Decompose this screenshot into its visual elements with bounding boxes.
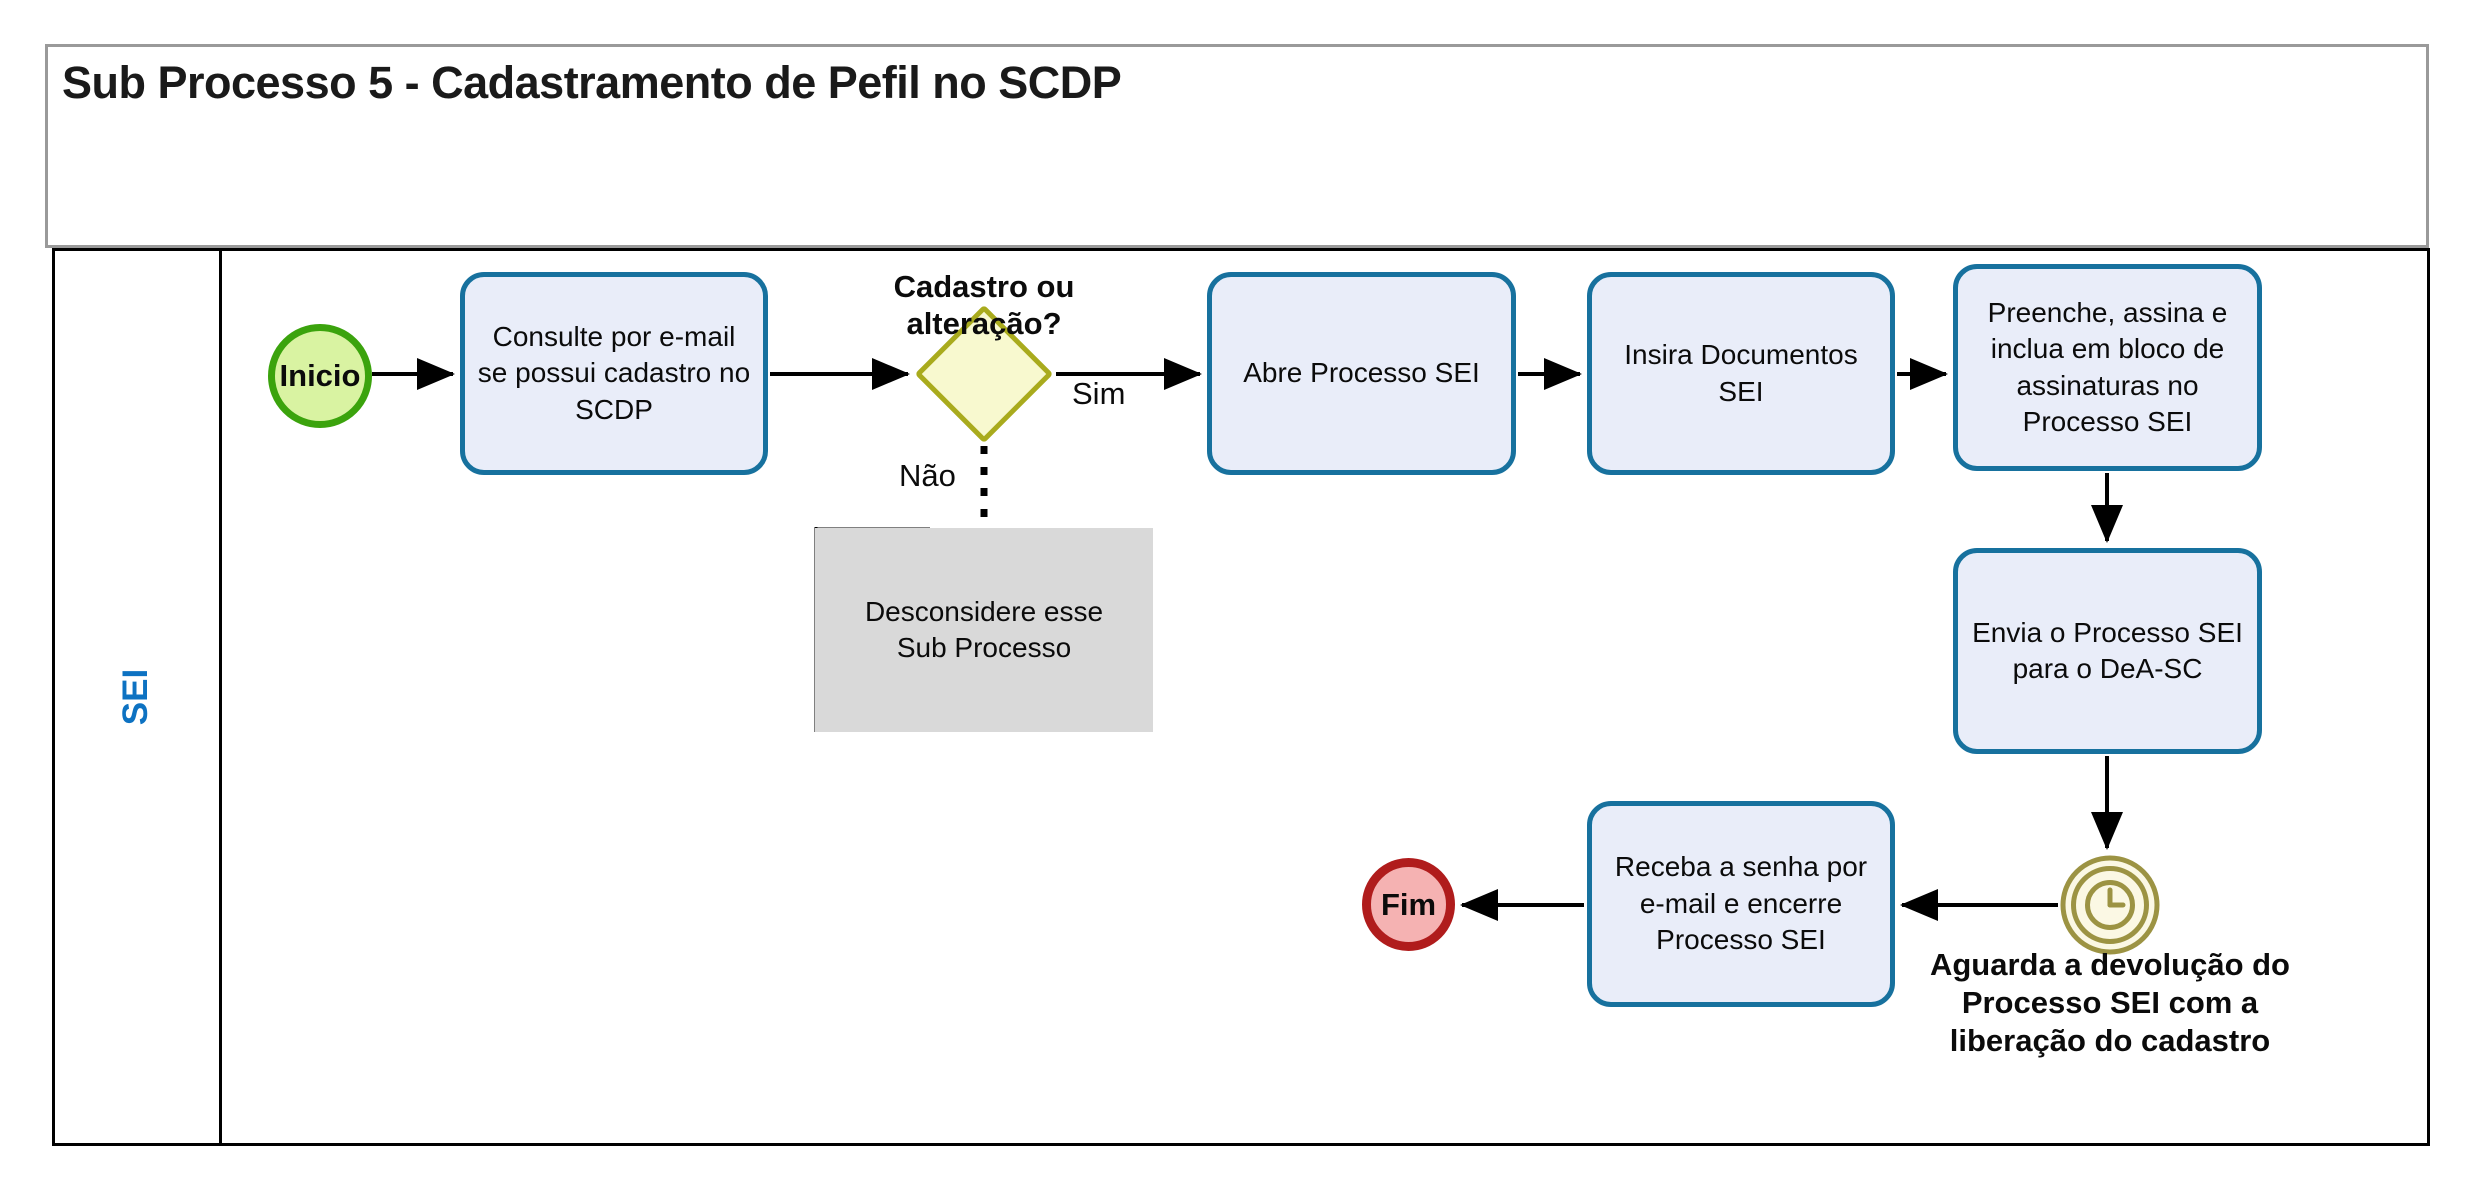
edge-label-nao: Não bbox=[899, 458, 956, 493]
title-band: Sub Processo 5 - Cadastramento de Pefil … bbox=[45, 44, 2429, 248]
task-consulte-cadastro: Consulte por e-mail se possui cadastro n… bbox=[460, 272, 768, 475]
task-label: Envia o Processo SEI para o DeA-SC bbox=[1972, 616, 2243, 684]
task-envia-processo-sei: Envia o Processo SEI para o DeA-SC bbox=[1953, 548, 2262, 754]
end-event: Fim bbox=[1362, 858, 1455, 951]
lane-label-sei: SEI bbox=[116, 668, 155, 726]
start-event-label: Inicio bbox=[279, 358, 361, 393]
lane-header-divider bbox=[219, 248, 222, 1146]
task-label: Preenche, assina e inclua em bloco de as… bbox=[1987, 296, 2228, 437]
task-label: Insira Documentos SEI bbox=[1624, 339, 1858, 407]
page-title: Sub Processo 5 - Cadastramento de Pefil … bbox=[62, 57, 1122, 108]
note-label: Desconsidere esse Sub Processo bbox=[864, 595, 1104, 663]
task-preenche-assina: Preenche, assina e inclua em bloco de as… bbox=[1953, 264, 2262, 471]
task-label: Abre Processo SEI bbox=[1243, 357, 1480, 389]
timer-event-icon bbox=[2060, 855, 2160, 955]
task-insira-documentos-sei: Insira Documentos SEI bbox=[1587, 272, 1895, 475]
note-desconsidere: Desconsidere esse Sub Processo bbox=[815, 528, 1153, 732]
end-event-label: Fim bbox=[1380, 886, 1437, 922]
gateway-question-label: Cadastro ou alteração? bbox=[893, 269, 1075, 342]
task-receba-senha: Receba a senha por e-mail e encerre Proc… bbox=[1587, 801, 1895, 1007]
task-label: Consulte por e-mail se possui cadastro n… bbox=[477, 320, 751, 425]
task-label: Receba a senha por e-mail e encerre Proc… bbox=[1614, 851, 1868, 956]
timer-event-label: Aguarda a devolução do Processo SEI com … bbox=[1929, 947, 2290, 1059]
task-abre-processo-sei: Abre Processo SEI bbox=[1207, 272, 1516, 475]
edge-label-sim: Sim bbox=[1072, 376, 1126, 411]
start-event: Inicio bbox=[268, 324, 372, 428]
